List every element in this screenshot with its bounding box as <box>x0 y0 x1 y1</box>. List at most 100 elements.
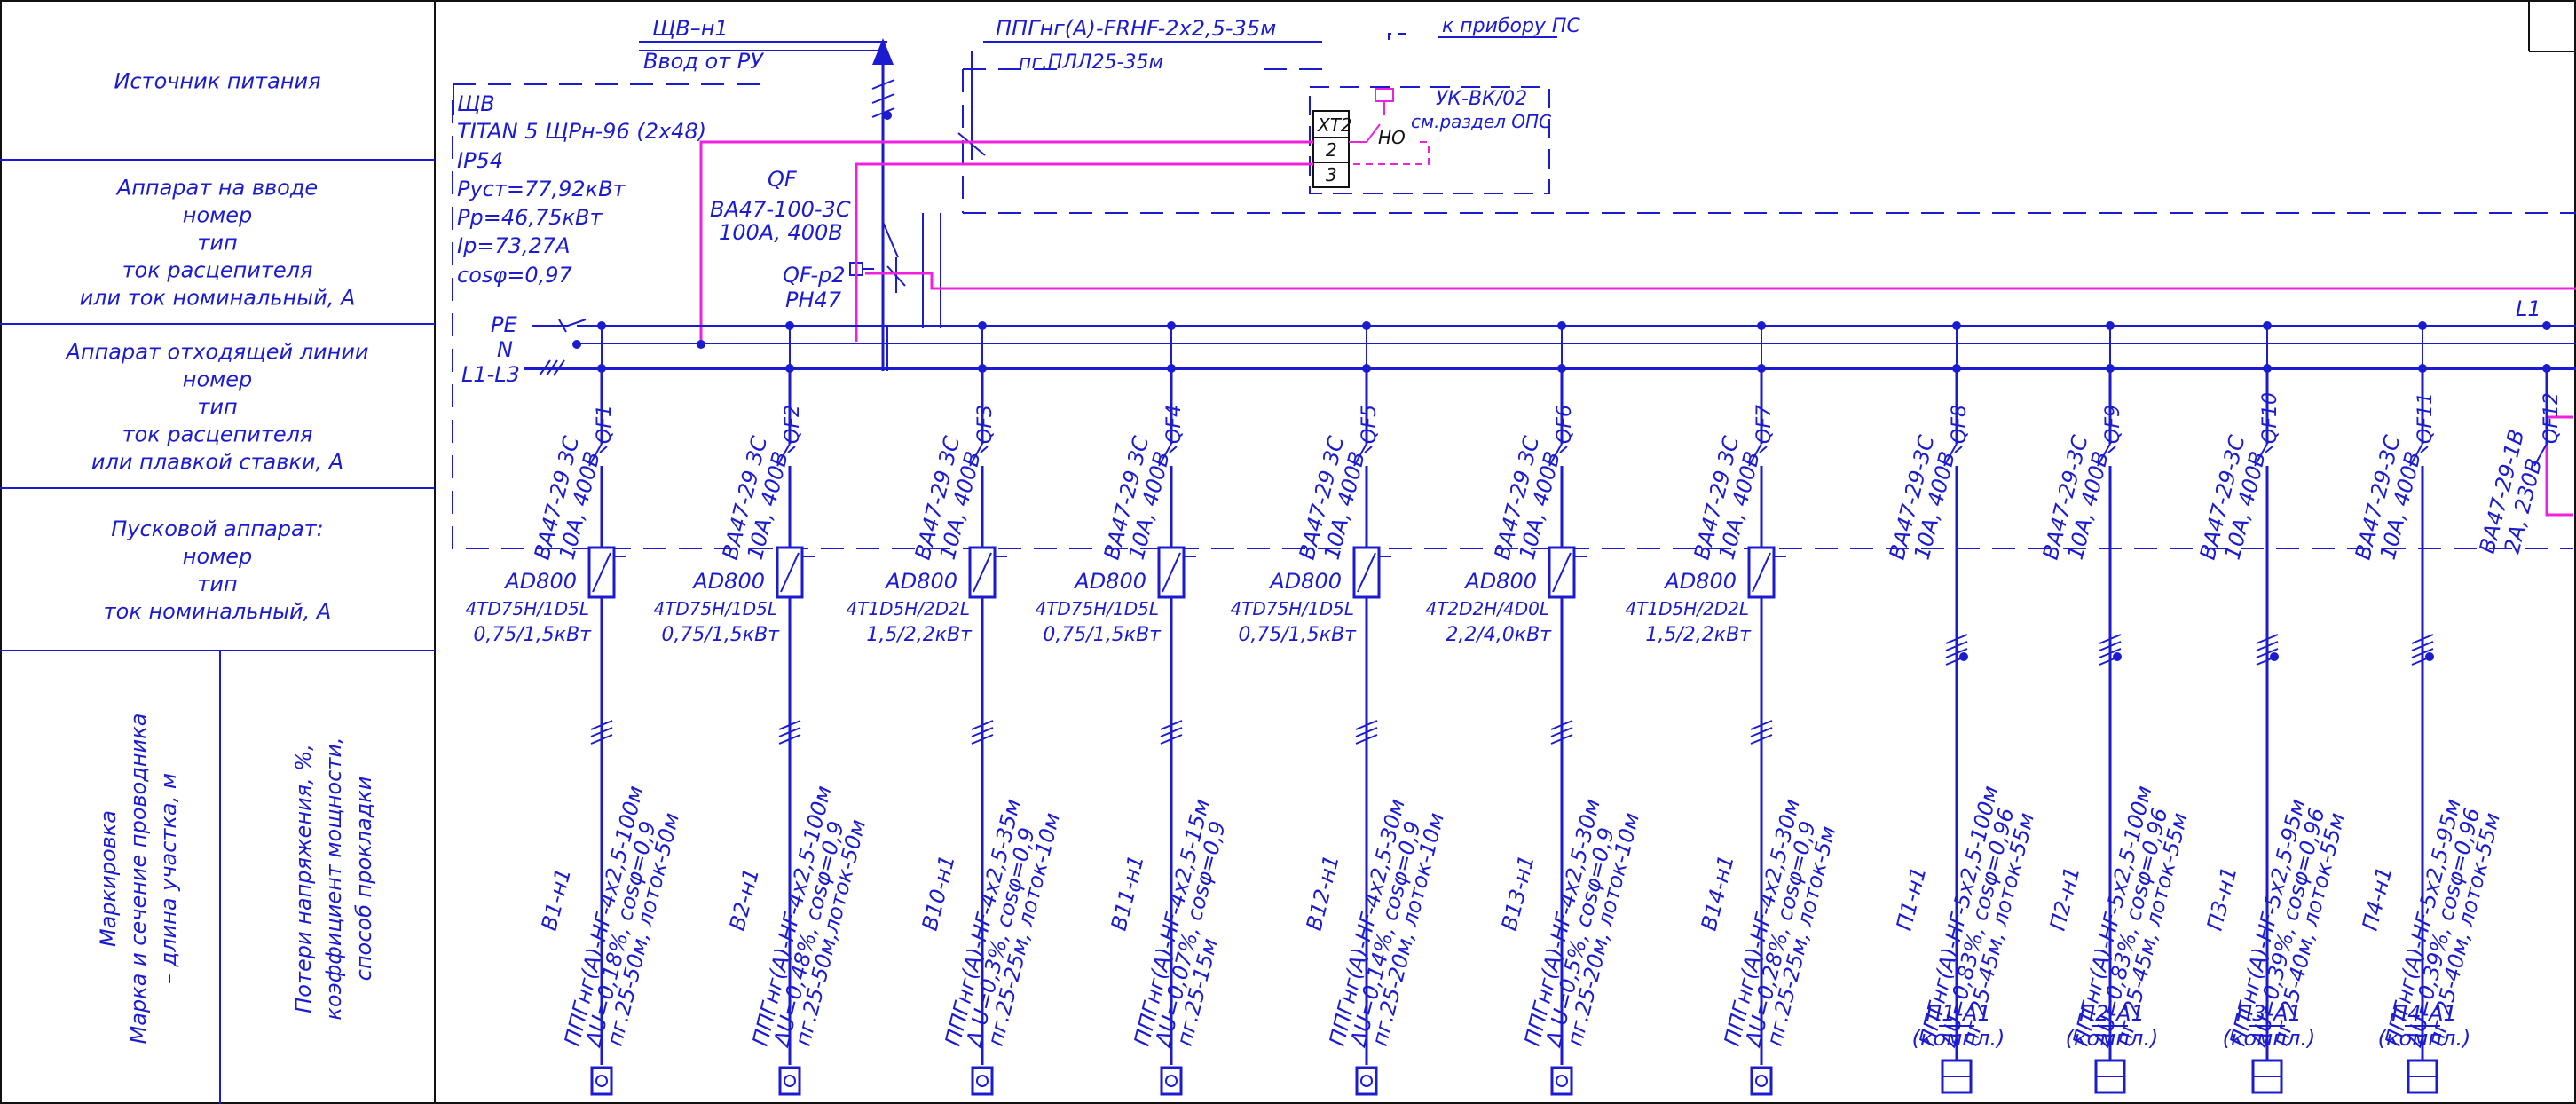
accessory-switch <box>886 265 906 287</box>
cable-tick <box>1750 727 1773 737</box>
feeder-marking: В12-н1 <box>1302 853 1344 934</box>
pe-marker <box>1959 652 1968 661</box>
breaker-designation: QF5 <box>1359 405 1381 444</box>
cable-tick <box>590 720 613 730</box>
cable-tick <box>1160 720 1183 730</box>
contact-type-label: НО <box>1378 127 1406 148</box>
phase-tick <box>539 359 551 376</box>
input-junction <box>883 111 892 120</box>
control-bus-label: L1 <box>2516 296 2541 321</box>
input-breaker-type: ВА47-100-3С <box>710 197 851 222</box>
feeder-marking: П1-н1 <box>1892 864 1932 934</box>
load-note: (компл.) <box>2223 1026 2316 1051</box>
marking-header-text: Марка и сечение проводника <box>126 714 151 1045</box>
control-wire-a <box>699 140 1313 342</box>
cable-tick <box>778 720 801 730</box>
cable-tick <box>1945 634 1968 644</box>
row-header-text: тип <box>197 231 237 256</box>
pe-tick <box>558 319 567 333</box>
starter-diagonal <box>1752 552 1771 593</box>
cable-tick <box>1945 648 1968 658</box>
source-label: Ввод от РУ <box>643 49 764 74</box>
phase-tick <box>546 359 558 376</box>
cable-tick <box>2411 634 2434 644</box>
control-wire-b <box>855 162 1313 342</box>
breaker-blade <box>1548 443 1563 467</box>
row-header-text: номер <box>183 544 252 569</box>
starter-diagonal <box>780 552 800 593</box>
panel-spec-text: cosφ=0,97 <box>457 263 572 288</box>
pe-marker <box>2113 652 2122 661</box>
cable-tick <box>1355 734 1378 745</box>
cable-tick <box>1355 727 1378 737</box>
source-arrow <box>872 38 894 65</box>
phase-bus-label: L1-L3 <box>461 362 520 387</box>
relay-coil <box>1375 88 1394 102</box>
terminal-3-label: 3 <box>1326 164 1337 185</box>
motor-terminal <box>1160 1066 1183 1096</box>
cable-tick <box>1945 641 1968 651</box>
starter-name: AD800 <box>1463 569 1537 594</box>
cable-tick <box>1550 734 1573 745</box>
accessory-type: PH47 <box>785 288 842 312</box>
feeder-marking: П4-н1 <box>2358 864 2398 934</box>
starter-power: 0,75/1,5кВт <box>1043 624 1162 646</box>
feeder-marking: В1-н1 <box>537 865 576 933</box>
cable-tick <box>971 720 994 730</box>
control-feeder-loop <box>2545 417 2573 517</box>
feeder-marking: В13-н1 <box>1497 853 1540 934</box>
starter-diagonal <box>973 552 992 593</box>
breaker-blade <box>776 443 791 467</box>
breaker-designation: QF6 <box>1554 405 1576 444</box>
panel-spec-text: Руст=77,92кВт <box>457 177 626 201</box>
starter-diagonal <box>1357 552 1376 593</box>
breaker-blade <box>969 443 983 467</box>
breaker-blade <box>1748 443 1762 467</box>
breaker-blade <box>1158 443 1172 467</box>
terminal-3-box <box>1312 162 1350 188</box>
phase-tick <box>553 359 565 376</box>
cable-tick <box>590 727 613 737</box>
panel-boundary <box>452 100 2573 549</box>
starter-diagonal <box>1162 552 1181 593</box>
row-header-text: ток номинальный, А <box>104 599 332 624</box>
breaker-designation: QF9 <box>2102 405 2124 444</box>
row-header-text: Аппарат отходящей линии <box>64 340 368 365</box>
row-header-text: тип <box>197 572 237 596</box>
motor-symbol <box>595 1075 608 1087</box>
starter-model: 4TD75H/1D5L <box>1035 598 1159 619</box>
fire-module-note: см.раздел ОПС <box>1411 111 1551 132</box>
row-header-text: ток расцепителя <box>122 422 313 447</box>
fire-module-label: УК-ВК/02 <box>1436 88 1527 110</box>
row-header-text: или ток номинальный, А <box>80 286 356 311</box>
fire-dashed-link <box>1388 33 1406 40</box>
starter-model: 4TD75H/1D5L <box>1230 598 1354 619</box>
load-note: (компл.) <box>2378 1026 2471 1051</box>
cable-tick <box>1750 734 1773 745</box>
row-header-text: Источник питания <box>114 69 320 94</box>
load-note: (компл.) <box>1912 1026 2005 1051</box>
breaker-trip-mark <box>1559 446 1568 453</box>
relay-contact <box>1349 123 1381 143</box>
starter-diagonal <box>592 552 611 593</box>
breaker-blade <box>2097 443 2111 467</box>
fire-module-box <box>1309 86 1550 194</box>
load-designation: П2-А1 <box>2079 1001 2145 1026</box>
motor-terminal <box>590 1066 613 1096</box>
marking-header-text: Маркировка <box>96 810 121 947</box>
cable-tick <box>1355 720 1378 730</box>
row-header-text: или плавкой ставки, А <box>91 450 343 475</box>
starter-name: AD800 <box>1268 569 1342 594</box>
row-header-text: ток расцепителя <box>122 258 313 283</box>
three-phase-tick <box>871 107 895 118</box>
pe-marker <box>2270 652 2279 661</box>
feeder-marking: В2-н1 <box>725 865 764 933</box>
motor-terminal <box>1550 1066 1573 1096</box>
motor-terminal <box>1750 1066 1773 1096</box>
cable-tick <box>2099 648 2122 658</box>
